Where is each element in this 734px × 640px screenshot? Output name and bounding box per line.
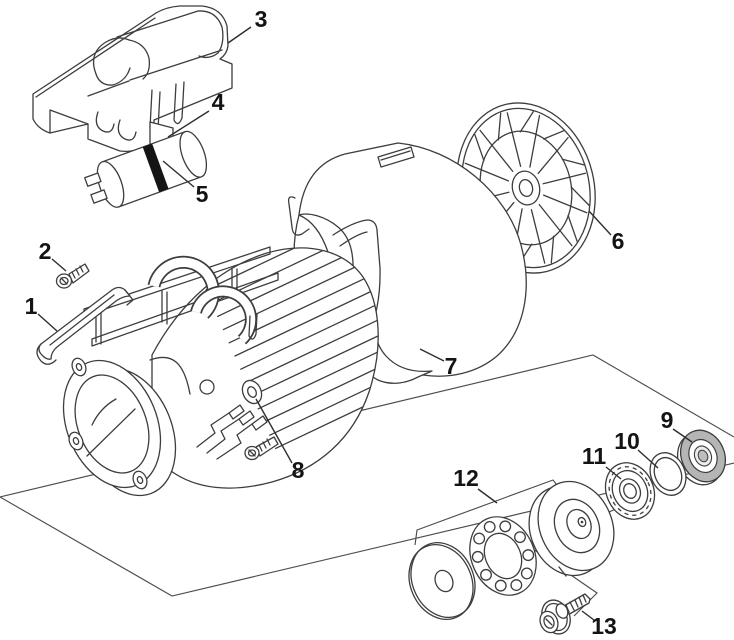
- callout-leader-9: [672, 428, 693, 443]
- callout-leader-12: [477, 488, 498, 504]
- cage-pocket: [520, 567, 533, 580]
- callout-leader-4: [167, 110, 210, 138]
- cage-pocket: [514, 531, 526, 544]
- cage-ball-pockets: [471, 520, 535, 592]
- bell-housing: [62, 357, 177, 497]
- callout-label-13[interactable]: 13: [591, 613, 617, 639]
- callout-leader-2: [51, 258, 67, 272]
- callout-leader-5: [162, 160, 195, 188]
- part-13-bolt: [539, 593, 591, 635]
- part-5-capacitor: [84, 130, 208, 208]
- callout-label-7[interactable]: 7: [445, 353, 458, 379]
- cover-spring-clip: [95, 111, 137, 141]
- callout-label-4[interactable]: 4: [212, 89, 225, 115]
- callout-label-10[interactable]: 10: [614, 428, 640, 454]
- motor-lead-wires: [196, 404, 268, 460]
- callout-label-5[interactable]: 5: [196, 181, 209, 207]
- part-12-bearing-shield-cup: [528, 480, 615, 577]
- cage-pocket: [499, 520, 512, 533]
- callout-leader-3: [227, 26, 252, 44]
- callout-label-11[interactable]: 11: [582, 443, 607, 469]
- cage-pocket: [483, 520, 496, 533]
- fan-blade-edge: [497, 112, 502, 141]
- part-1-bracket: [36, 286, 134, 365]
- cage-pocket: [480, 568, 492, 581]
- callout-label-3[interactable]: 3: [255, 6, 268, 32]
- fan-spoke: [530, 209, 546, 264]
- callout-leader-7: [419, 348, 445, 362]
- part-3-cover: [32, 5, 233, 154]
- fan-spoke: [479, 129, 514, 172]
- callout-leader-6: [588, 210, 612, 236]
- callout-leader-13: [581, 610, 595, 621]
- fan-blade-edge: [543, 130, 565, 140]
- callout-label-8[interactable]: 8: [292, 457, 305, 483]
- callout-label-6[interactable]: 6: [612, 228, 625, 254]
- part-10-washer-ring: [649, 452, 687, 496]
- fan-spoke: [537, 136, 569, 175]
- fan-spoke: [464, 162, 510, 182]
- callout-label-2[interactable]: 2: [39, 238, 52, 264]
- cage-pocket: [473, 532, 486, 545]
- cooling-fins: [205, 247, 379, 450]
- fan-blade-edge: [570, 186, 590, 207]
- part-12-flat-disc: [408, 542, 476, 620]
- part-12-bearing-cage: [469, 516, 537, 596]
- fan-blade-edge: [474, 134, 485, 162]
- capacitor-band: [142, 143, 169, 193]
- fan-spoke: [542, 172, 587, 185]
- fan-spoke: [538, 204, 573, 247]
- fan-spoke: [506, 112, 522, 167]
- cage-pocket: [494, 579, 507, 592]
- callout-leader-11: [605, 466, 622, 480]
- fan-spoke: [529, 114, 541, 168]
- fan-blade-edge: [567, 214, 578, 242]
- fan-blade-edge: [519, 111, 534, 133]
- part-2-screw: [55, 263, 90, 289]
- callout-leader-8: [255, 398, 293, 464]
- callout-label-1[interactable]: 1: [25, 293, 38, 319]
- callout-label-12[interactable]: 12: [453, 465, 479, 491]
- cage-pocket: [471, 550, 484, 563]
- fan-blade-edge: [550, 235, 555, 264]
- callout-label-9[interactable]: 9: [661, 407, 674, 433]
- fan-blade-edge: [561, 158, 586, 166]
- callout-leader-10: [637, 449, 659, 469]
- cage-pocket: [510, 579, 523, 592]
- part-8-screw: [244, 436, 279, 461]
- cage-pocket: [522, 549, 535, 562]
- fan-spoke: [542, 194, 588, 214]
- callout-leader-1: [37, 313, 58, 332]
- motor-mount-rails: [83, 246, 279, 347]
- capacitor-terminals: [84, 172, 108, 204]
- callout-leader-lines: [37, 26, 693, 621]
